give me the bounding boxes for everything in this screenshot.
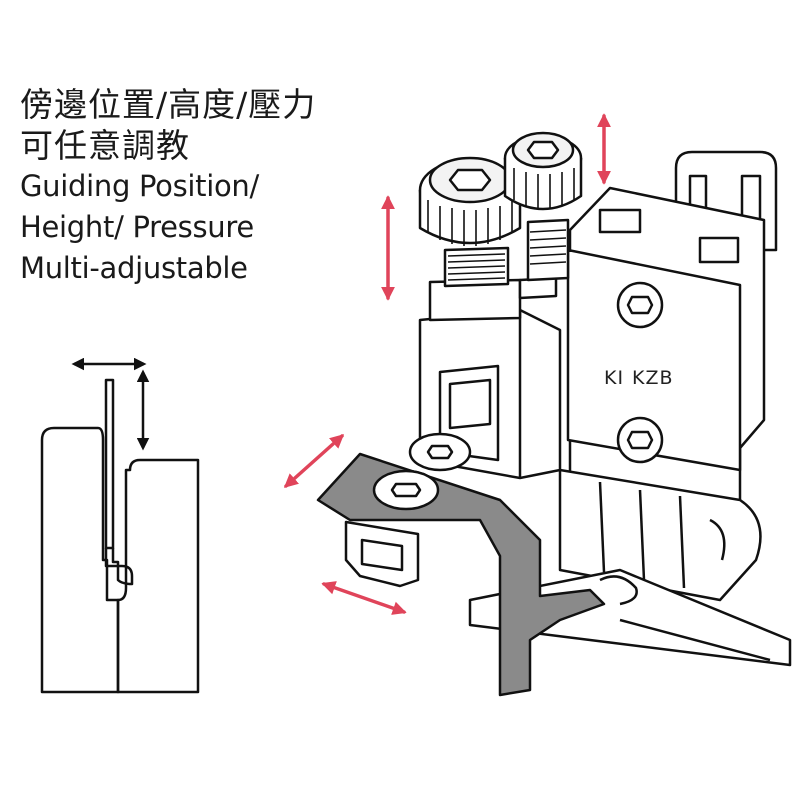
lateral-arrow-lower: [321, 581, 407, 615]
brand-mark: KI KZB: [604, 367, 674, 389]
shank-front-plate: [566, 248, 742, 472]
edge-guide-plate: [316, 452, 606, 697]
edge-guide-schematic: [40, 378, 200, 694]
caption-en-line-2: Height/ Pressure: [20, 210, 254, 244]
lateral-arrow-upper: [283, 434, 345, 488]
caption: 傍邊位置/高度/壓力 可任意調教 Guiding Position/ Heigh…: [20, 84, 380, 289]
adjustment-arrows: [283, 113, 611, 615]
brand-name: KZB: [632, 367, 674, 389]
fabric-right-block: [116, 458, 200, 694]
pressure-adjust-screw: [503, 131, 583, 300]
caption-zh-line-2: 可任意調教: [20, 126, 190, 165]
guide-foot: [104, 548, 134, 586]
fabric-left-block: [40, 426, 120, 694]
brand-logo: KI: [604, 367, 624, 389]
foot-hinge: [558, 468, 762, 602]
caption-zh-line-1: 傍邊位置/高度/壓力: [20, 85, 317, 124]
schematic-arrows: [71, 357, 150, 451]
guide-blade: [104, 378, 115, 550]
height-adjust-screw: [418, 156, 522, 322]
caption-en-line-1: Guiding Position/: [20, 169, 259, 203]
presser-foot-illustration: [316, 131, 792, 697]
caption-en-line-3: Multi-adjustable: [20, 251, 248, 285]
